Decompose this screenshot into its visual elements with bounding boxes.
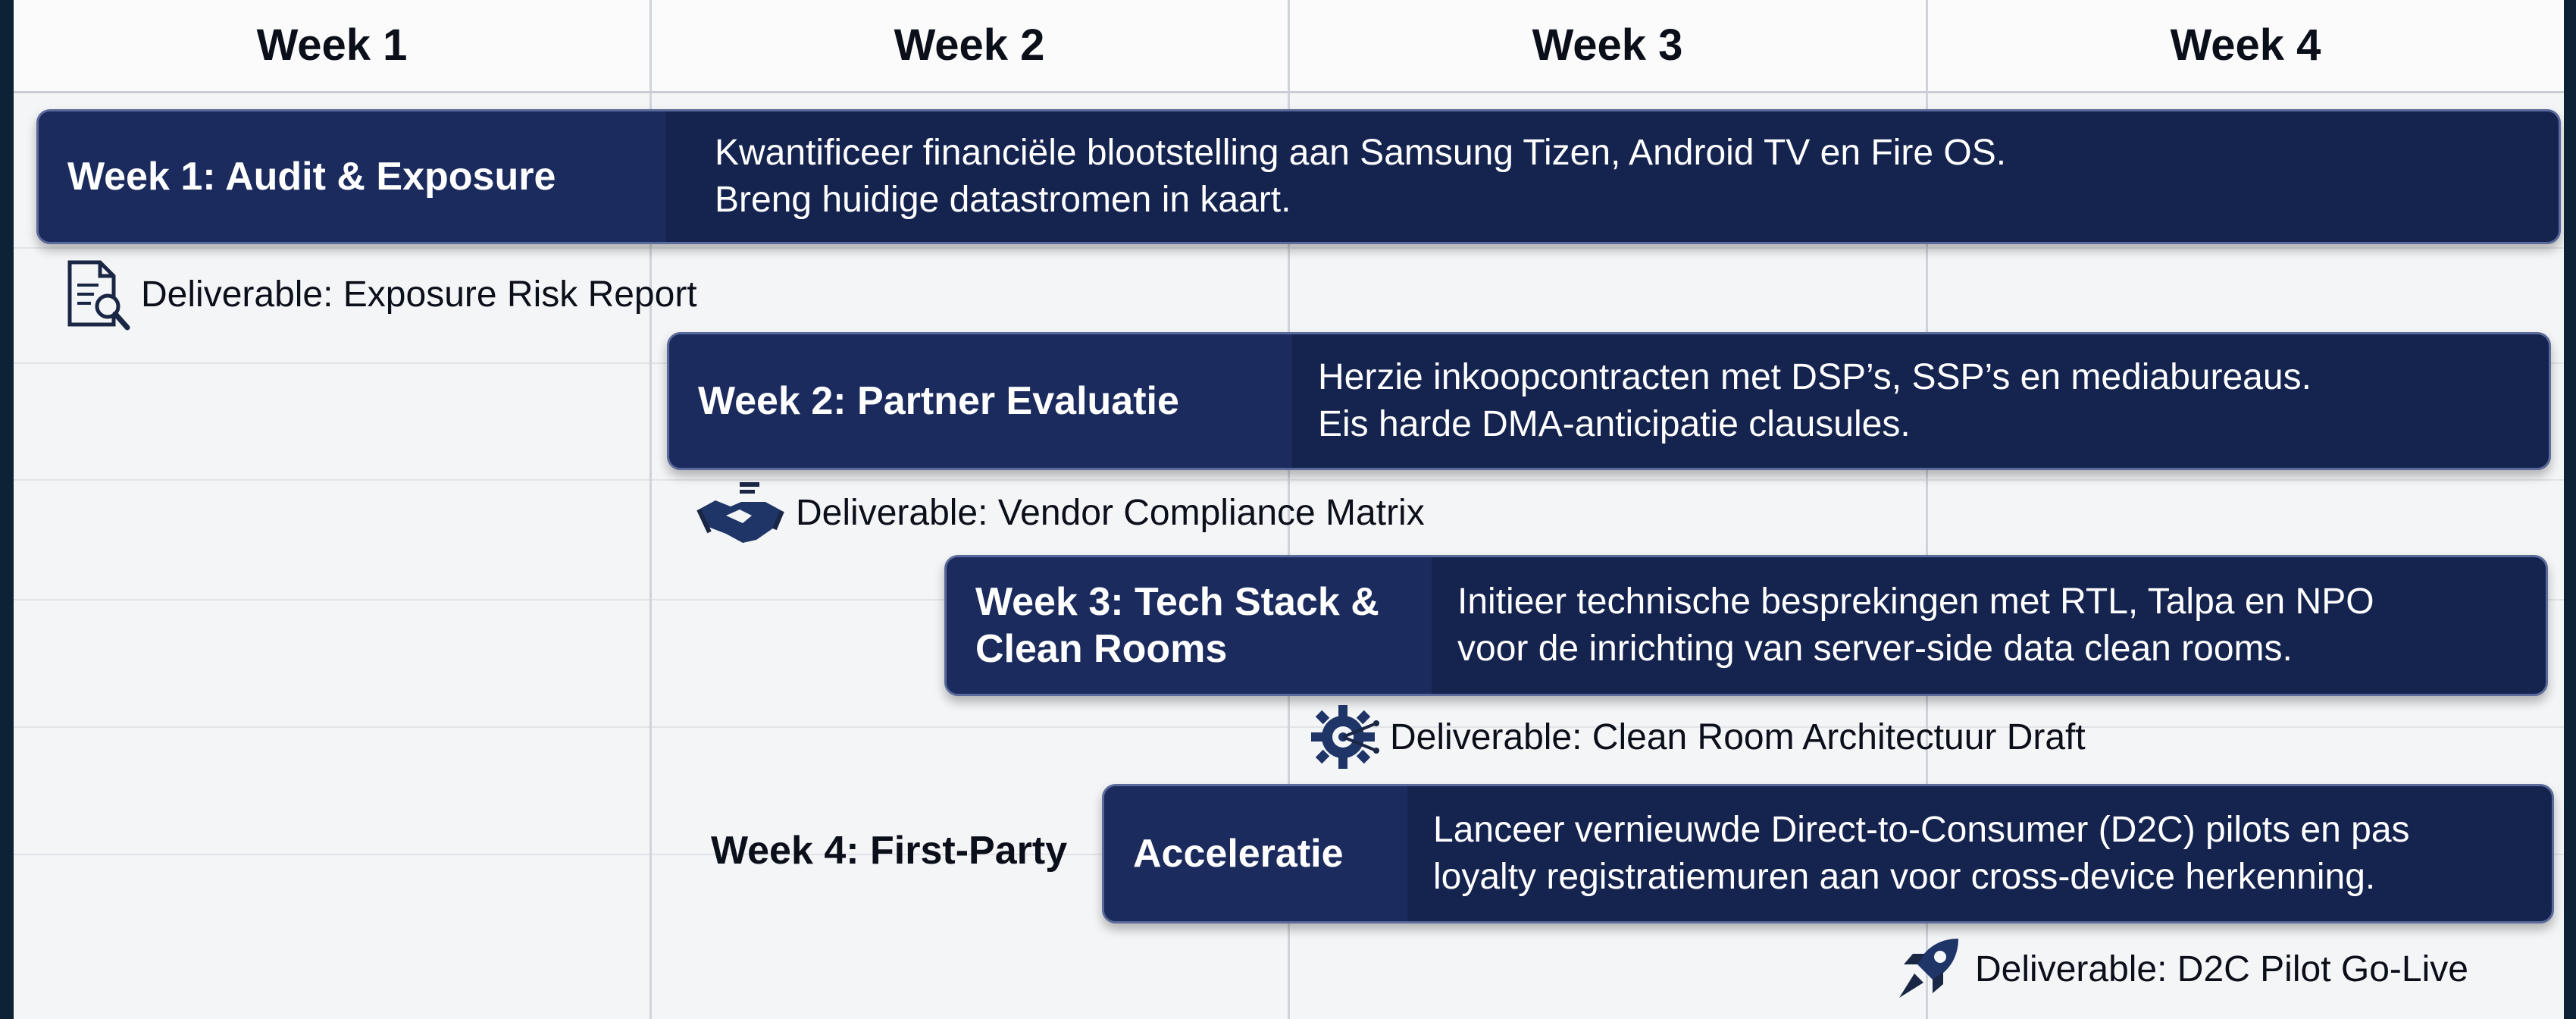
task-description: Kwantificeer financiële blootstelling aa… bbox=[666, 111, 2559, 242]
task-description: Initieer technische besprekingen met RTL… bbox=[1432, 557, 2546, 694]
handshake-icon bbox=[696, 482, 784, 543]
task-label-line: Week 3: Tech Stack & bbox=[975, 579, 1379, 624]
header-week-1: Week 1 bbox=[256, 20, 408, 70]
header-divider bbox=[1288, 0, 1290, 91]
task-label: Week 1: Audit & Exposure bbox=[39, 111, 666, 242]
deliverable-text: Deliverable: Clean Room Architectuur Dra… bbox=[1390, 716, 2086, 757]
deliverable-week-4: Deliverable: D2C Pilot Go-Live bbox=[1892, 933, 2468, 1005]
document-search-icon bbox=[67, 260, 130, 331]
deliverable-text: Deliverable: Vendor Compliance Matrix bbox=[796, 492, 1425, 533]
task-description-line: voor de inrichting van server-side data … bbox=[1457, 629, 2293, 669]
task-description: Lanceer vernieuwde Direct-to-Consumer (D… bbox=[1407, 786, 2552, 921]
task-description-line: Lanceer vernieuwde Direct-to-Consumer (D… bbox=[1433, 809, 2410, 850]
grid-column-line bbox=[1288, 0, 1290, 1019]
task-description-line: Eis harde DMA-anticipatie clausules. bbox=[1318, 404, 1911, 444]
task-description: Herzie inkoopcontracten met DSP’s, SSP’s… bbox=[1292, 334, 2549, 468]
header-week-2: Week 2 bbox=[894, 20, 1045, 70]
rocket-icon bbox=[1899, 939, 1958, 998]
deliverable-week-3: Deliverable: Clean Room Architectuur Dra… bbox=[1307, 701, 2086, 773]
deliverable-text: Deliverable: D2C Pilot Go-Live bbox=[1975, 948, 2468, 989]
gantt-frame: Week 1 Week 2 Week 3 Week 4 Week 1: Audi… bbox=[14, 0, 2564, 1019]
task-label: Acceleratie bbox=[1104, 786, 1407, 921]
deliverable-text: Deliverable: Exposure Risk Report bbox=[141, 274, 697, 315]
task-bar-week-3: Week 3: Tech Stack & Clean Rooms Initiee… bbox=[944, 555, 2548, 696]
task-description-line: Kwantificeer financiële blootstelling aa… bbox=[715, 132, 2007, 173]
header-divider bbox=[649, 0, 652, 91]
task-description-line: loyalty registratiemuren aan voor cross-… bbox=[1433, 857, 2376, 897]
task-bar-week-4: Acceleratie Lanceer vernieuwde Direct-to… bbox=[1102, 784, 2554, 923]
task-label: Week 2: Partner Evaluatie bbox=[669, 334, 1292, 468]
task-bar-week-2: Week 2: Partner Evaluatie Herzie inkoopc… bbox=[667, 332, 2551, 470]
grid-column-line bbox=[1926, 0, 1928, 1019]
header-divider bbox=[1926, 0, 1928, 91]
task-description-line: Herzie inkoopcontracten met DSP’s, SSP’s… bbox=[1318, 356, 2312, 397]
task-label-outside: Week 4: First-Party bbox=[711, 829, 1068, 873]
task-bar-week-1: Week 1: Audit & Exposure Kwantificeer fi… bbox=[36, 109, 2561, 244]
deliverable-week-1: Deliverable: Exposure Risk Report bbox=[64, 258, 697, 331]
week-header: Week 1 Week 2 Week 3 Week 4 bbox=[14, 0, 2564, 93]
task-description-line: Breng huidige datastromen in kaart. bbox=[715, 180, 1291, 220]
gear-circuit-icon bbox=[1311, 705, 1379, 769]
task-description-line: Initieer technische besprekingen met RTL… bbox=[1457, 581, 2374, 622]
task-label: Week 3: Tech Stack & Clean Rooms bbox=[947, 557, 1432, 694]
header-week-4: Week 4 bbox=[2170, 20, 2321, 70]
task-label-line: Clean Rooms bbox=[975, 627, 1228, 671]
deliverable-week-2: Deliverable: Vendor Compliance Matrix bbox=[696, 479, 1425, 546]
grid-column-line bbox=[649, 0, 652, 1019]
header-week-3: Week 3 bbox=[1532, 20, 1683, 70]
